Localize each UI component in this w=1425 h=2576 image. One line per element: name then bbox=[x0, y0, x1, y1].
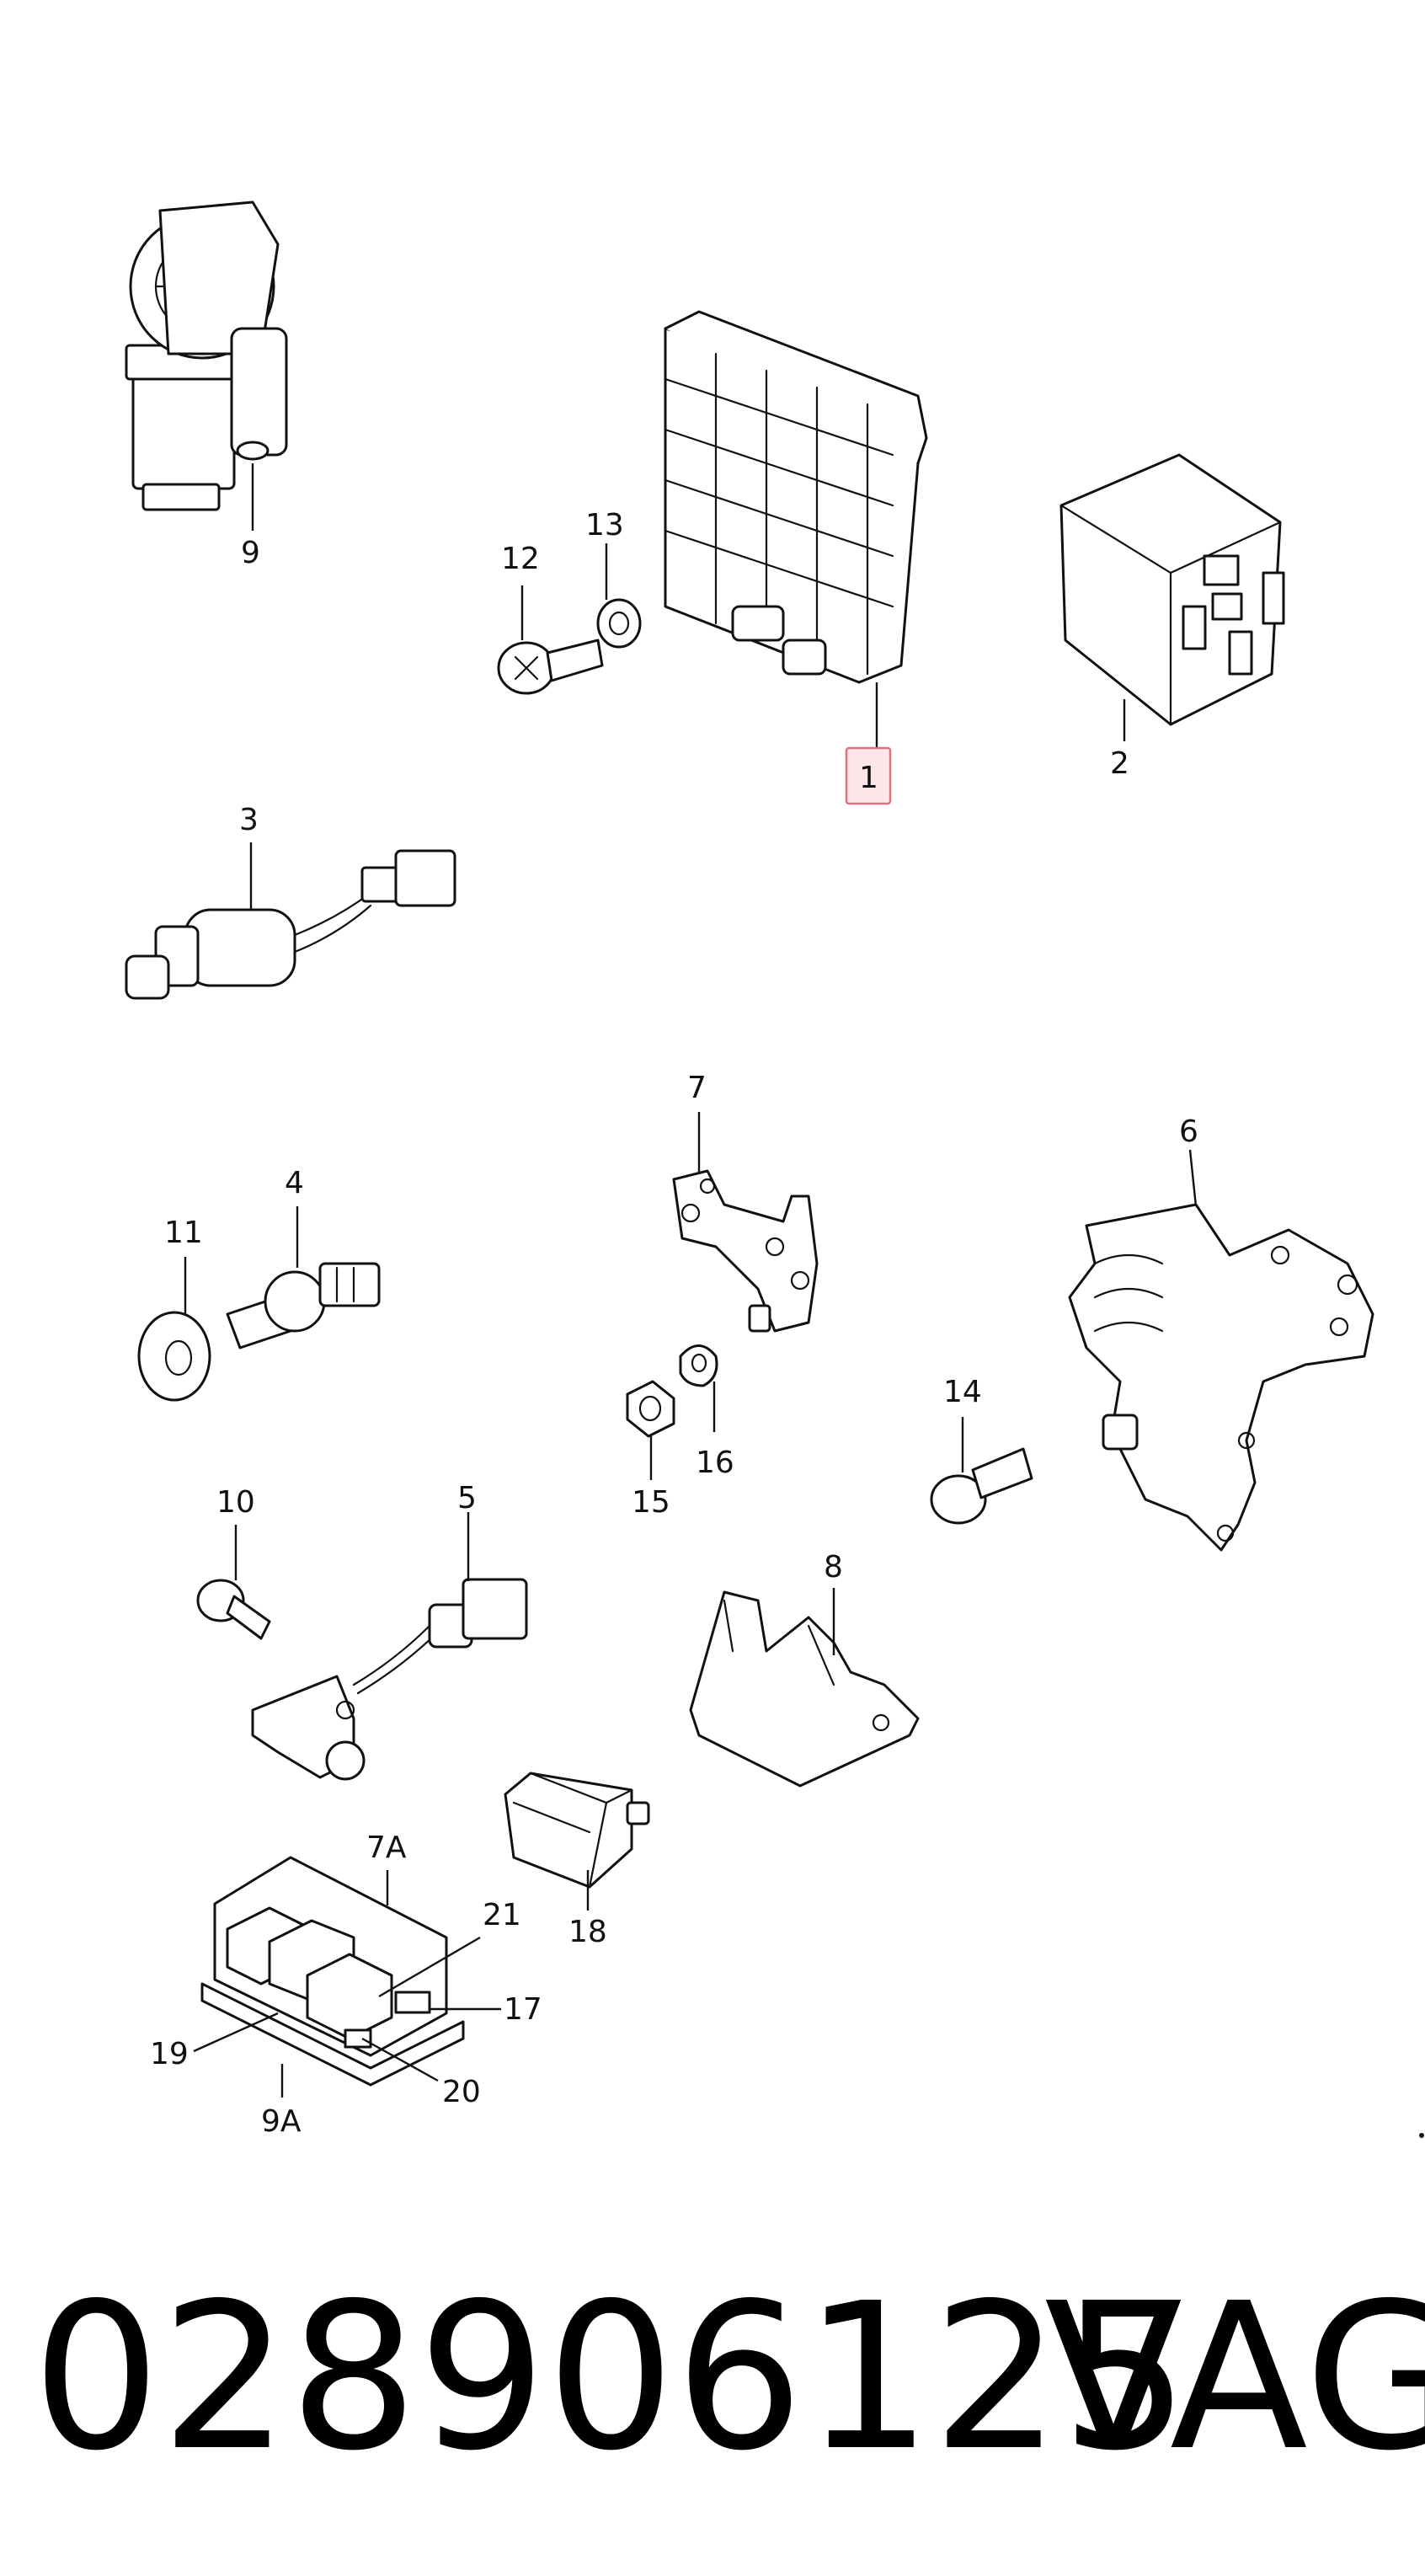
callout-8: 8 bbox=[824, 1550, 843, 1585]
callout-20: 20 bbox=[442, 2075, 481, 2109]
part-14-bolt bbox=[930, 1447, 1033, 1525]
callout-16: 16 bbox=[696, 1446, 734, 1480]
callout-5: 5 bbox=[457, 1481, 477, 1515]
callout-19: 19 bbox=[150, 2037, 189, 2071]
leader-6 bbox=[1188, 1149, 1198, 1207]
leader-19 bbox=[193, 2012, 279, 2053]
part-8-bracket bbox=[689, 1590, 920, 1788]
callout-1-highlight bbox=[845, 746, 892, 805]
part-15-nut bbox=[626, 1380, 675, 1438]
callout-7a: 7A bbox=[366, 1830, 407, 1865]
part-7a-relay-carrier bbox=[200, 1856, 465, 2087]
footer-brand: VAG bbox=[1044, 2259, 1425, 2495]
callout-1: 1 bbox=[859, 761, 878, 795]
part-2-relay bbox=[1059, 453, 1285, 726]
callout-2: 2 bbox=[1110, 746, 1129, 781]
callout-7: 7 bbox=[687, 1071, 707, 1105]
part-13-washer bbox=[596, 598, 642, 649]
callout-9: 9 bbox=[241, 536, 260, 570]
callout-4: 4 bbox=[285, 1166, 304, 1200]
part-12-bolt bbox=[497, 639, 604, 695]
part-9-window-motor bbox=[125, 200, 288, 511]
part-18-connector bbox=[504, 1772, 650, 1889]
callout-3: 3 bbox=[239, 803, 259, 837]
edge-dot bbox=[1419, 2133, 1424, 2138]
callout-14: 14 bbox=[943, 1375, 982, 1409]
callout-12: 12 bbox=[501, 542, 540, 576]
callout-11: 11 bbox=[164, 1216, 203, 1250]
leader-20 bbox=[361, 2037, 439, 2082]
part-5-speed-sensor bbox=[251, 1578, 528, 1781]
callout-10: 10 bbox=[216, 1485, 255, 1520]
part-4-temperature-sensor bbox=[226, 1262, 381, 1349]
callout-13: 13 bbox=[585, 508, 624, 542]
part-7-bracket bbox=[672, 1169, 819, 1333]
callout-9a: 9A bbox=[261, 2104, 302, 2139]
footer-part-number: 028906125 bbox=[32, 2259, 1189, 2495]
callout-18: 18 bbox=[568, 1915, 607, 1949]
callout-6: 6 bbox=[1179, 1114, 1198, 1149]
callout-17: 17 bbox=[504, 1992, 542, 2027]
leader-21 bbox=[378, 1936, 481, 1998]
callout-21: 21 bbox=[483, 1898, 521, 1932]
part-10-screw bbox=[196, 1579, 271, 1640]
part-3-sensor bbox=[125, 849, 456, 1000]
part-11-seal-ring bbox=[137, 1311, 211, 1402]
part-1-engine-control-unit bbox=[664, 310, 928, 684]
callout-15: 15 bbox=[632, 1485, 670, 1520]
part-16-spring-washer bbox=[679, 1344, 718, 1387]
part-6-mounting-plate bbox=[1068, 1203, 1374, 1552]
